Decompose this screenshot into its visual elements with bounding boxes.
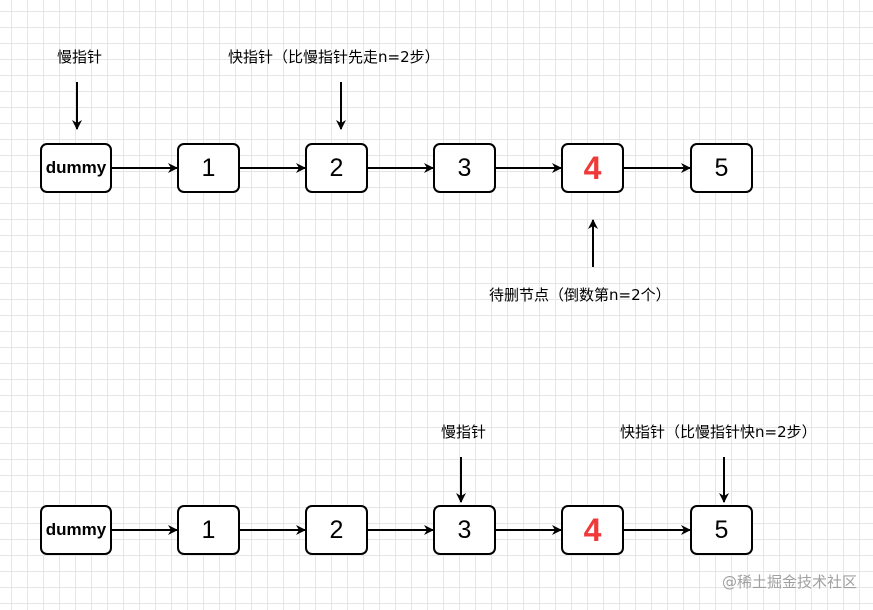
row1-node-dummy: dummy <box>40 143 112 193</box>
row1-node-2: 2 <box>305 143 368 193</box>
row2-fast-pointer-label: 快指针（比慢指针快n=2步） <box>620 423 817 441</box>
row1-fast-pointer-label: 快指针（比慢指针先走n=2步） <box>228 48 440 66</box>
row2-node-3: 3 <box>433 505 496 555</box>
row1-delete-node-label: 待删节点（倒数第n=2个） <box>489 286 671 304</box>
row2-node-1: 1 <box>177 505 240 555</box>
row2-slow-pointer-label: 慢指针 <box>441 423 487 441</box>
watermark: @稀土掘金技术社区 <box>721 573 857 591</box>
row1-slow-pointer-label: 慢指针 <box>57 48 103 66</box>
row2-node-4-target: 4 <box>561 505 624 555</box>
row2-node-5: 5 <box>690 505 753 555</box>
row1-node-1: 1 <box>177 143 240 193</box>
row1-node-3: 3 <box>433 143 496 193</box>
row1-node-4-target: 4 <box>561 143 624 193</box>
row2-node-2: 2 <box>305 505 368 555</box>
row1-node-5: 5 <box>690 143 753 193</box>
row2-node-dummy: dummy <box>40 505 112 555</box>
